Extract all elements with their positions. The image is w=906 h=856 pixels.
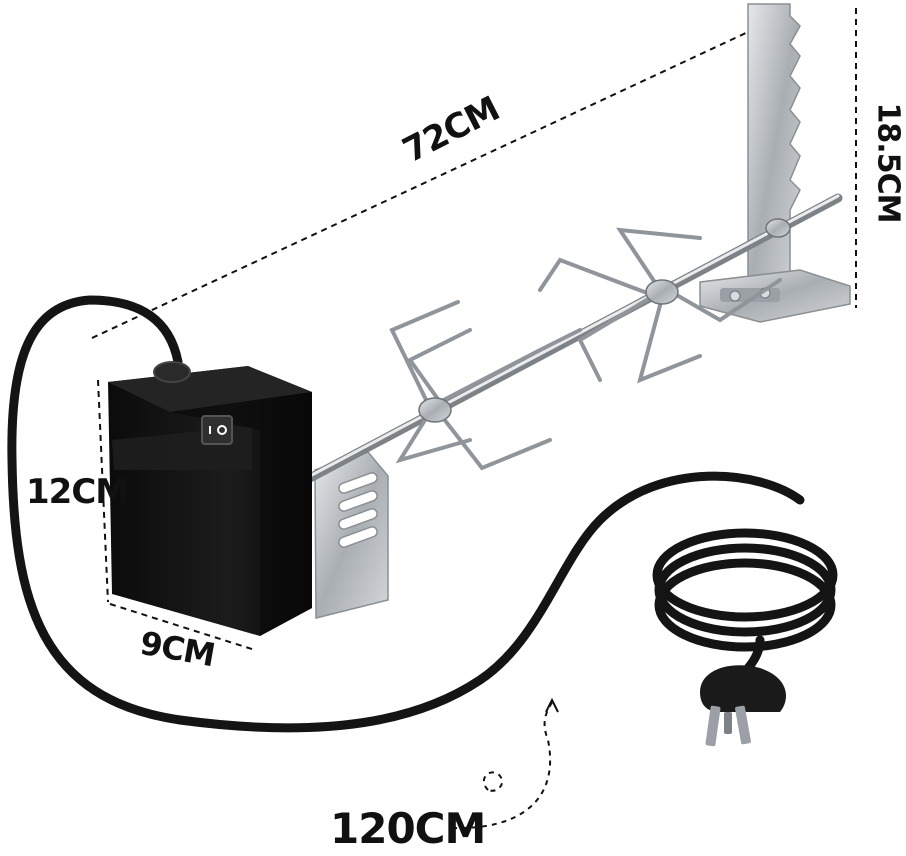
cord-length-label: 120CM — [330, 804, 486, 853]
meat-fork-icon — [389, 227, 782, 471]
cord-arrow-head — [545, 697, 559, 713]
motor-height-label: 12CM — [26, 472, 129, 512]
power-switch-icon — [201, 415, 233, 445]
dimension-lines — [91, 8, 857, 651]
cord-arrow — [451, 701, 553, 830]
fork-collars — [418, 218, 791, 423]
skewer-rod — [305, 193, 843, 483]
power-plug-icon — [700, 665, 786, 747]
bracket-height-label: 18.5CM — [870, 102, 906, 223]
motor-bracket-icon — [314, 451, 389, 619]
rotisserie-motor-icon — [108, 361, 312, 636]
dimension-line-motor-width — [109, 603, 256, 651]
dimension-line-motor-height — [97, 379, 109, 603]
support-bracket-icon — [699, 3, 851, 323]
